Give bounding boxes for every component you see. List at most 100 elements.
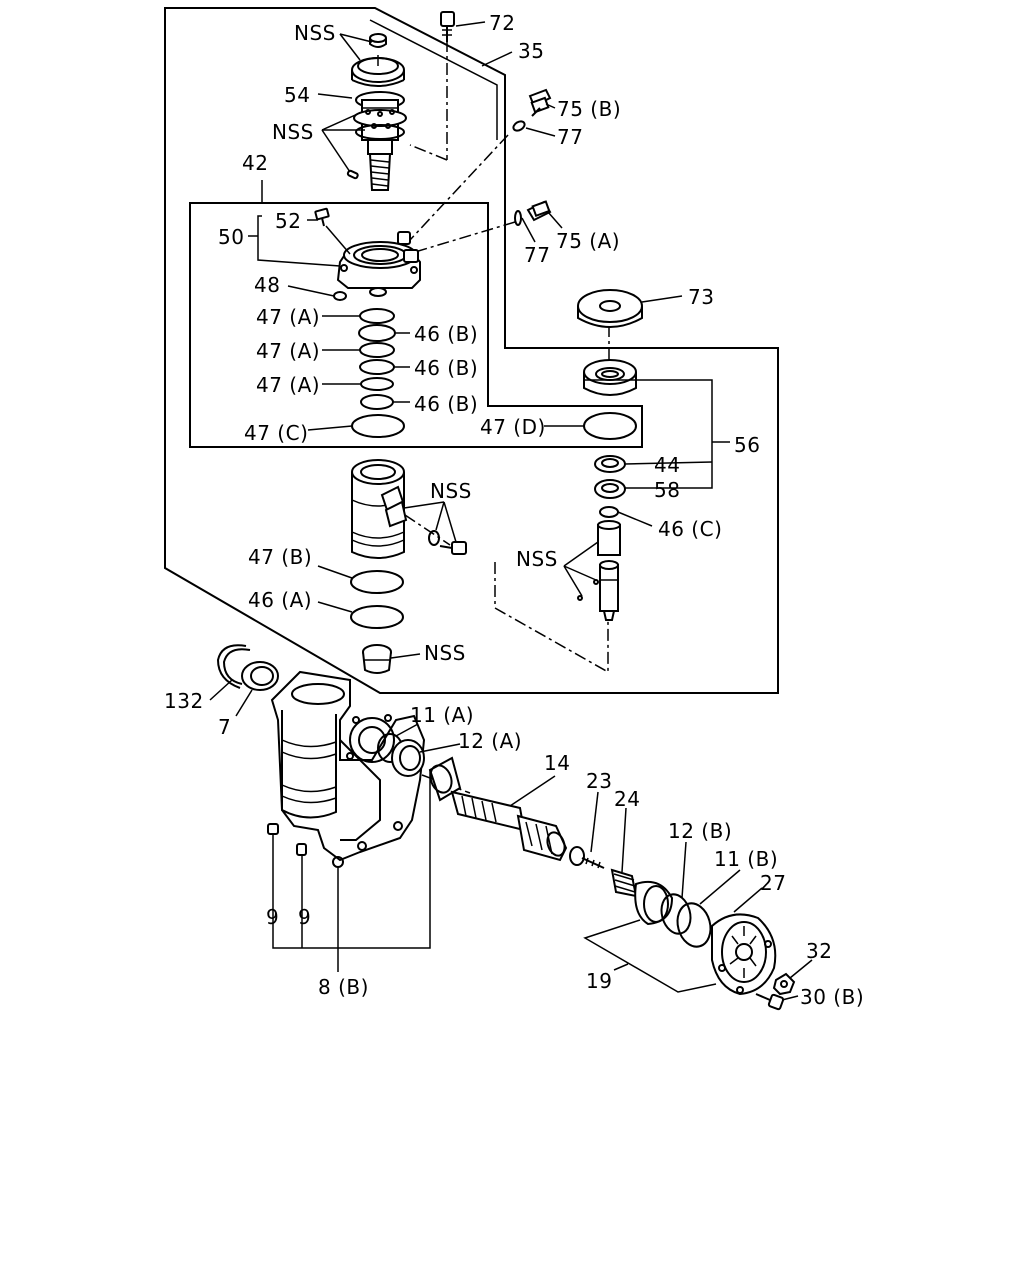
nss-pin-small-b (577, 595, 583, 601)
part-44-bearing (594, 455, 626, 473)
part-54-valve-body (353, 91, 407, 141)
label-11a: 11 (A) (410, 703, 474, 727)
part-9-plug-b (296, 843, 307, 856)
part-14-sector-shaft (450, 790, 568, 862)
centerline-sector (494, 562, 609, 674)
nss-piston-bolt (439, 541, 467, 555)
assembly-outline-35-inner (369, 19, 498, 140)
leader-lines (209, 21, 813, 1001)
label-77-upper: 77 (557, 125, 583, 149)
part-52-screw (314, 207, 330, 227)
label-48: 48 (254, 273, 280, 297)
seal-47a-1 (359, 308, 395, 324)
seal-47c (351, 414, 405, 438)
label-52: 52 (275, 209, 301, 233)
label-46b-2: 46 (B) (414, 356, 478, 380)
centerline-fitting-a (414, 221, 516, 253)
label-24: 24 (614, 787, 640, 811)
label-58: 58 (654, 478, 680, 502)
label-12a: 12 (A) (458, 729, 522, 753)
label-72: 72 (489, 11, 515, 35)
label-46b-3: 46 (B) (414, 392, 478, 416)
label-27: 27 (760, 871, 786, 895)
label-8b: 8 (B) (318, 975, 369, 999)
label-9-b: 9 (298, 905, 311, 929)
label-44: 44 (654, 453, 680, 477)
part-72-bolt (440, 11, 455, 42)
centerline-fitting-b (409, 134, 509, 241)
seal-46c (599, 506, 619, 518)
nss-cage-ring (351, 55, 405, 87)
label-75a: 75 (A) (556, 229, 620, 253)
seal-46b-3 (360, 394, 394, 410)
label-46b-1: 46 (B) (414, 322, 478, 346)
label-12b: 12 (B) (668, 819, 732, 843)
label-47a-2: 47 (A) (256, 339, 320, 363)
nss-piston-washer (428, 530, 440, 546)
input-worm-shaft (367, 139, 393, 191)
part-77-oring-lower (514, 210, 522, 226)
seal-46a (350, 605, 404, 629)
label-50: 50 (218, 225, 244, 249)
centerline-valve-housing (409, 144, 448, 161)
label-54: 54 (284, 83, 310, 107)
label-30b: 30 (B) (800, 985, 864, 1009)
nss-sector-shaft (599, 560, 619, 621)
label-7: 7 (218, 715, 231, 739)
part-30b-bolt (755, 993, 785, 1011)
label-56: 56 (734, 433, 760, 457)
part-12a-bearing (391, 739, 425, 777)
assembly-outline-35 (164, 7, 779, 694)
label-46c: 46 (C) (658, 517, 722, 541)
piston-rack (351, 459, 408, 559)
part-9-plug-a (267, 823, 279, 835)
nss-pin-small-a (593, 579, 599, 585)
part-48-ring (333, 291, 347, 301)
nss-small-pin (346, 169, 359, 180)
part-19-bearing-assy (634, 880, 674, 926)
part-32-nut (772, 972, 796, 996)
part-11b-seal (676, 902, 712, 948)
assembly-outline-42 (189, 202, 643, 448)
label-nss-ball-guide: NSS (424, 641, 466, 665)
seal-46b-2 (359, 359, 395, 375)
label-nss-valve: NSS (272, 120, 314, 144)
callout-labels: 72 35 NSS 54 NSS 75 (B) 77 42 52 50 77 7… (164, 11, 864, 1009)
label-47c: 47 (C) (244, 421, 308, 445)
part-27-side-cover (711, 913, 777, 996)
label-32: 32 (806, 939, 832, 963)
nss-cap-part (369, 33, 387, 48)
label-77-lower: 77 (524, 243, 550, 267)
label-46a: 46 (A) (248, 588, 312, 612)
label-47a-3: 47 (A) (256, 373, 320, 397)
label-nss-piston: NSS (430, 479, 472, 503)
label-75b: 75 (B) (557, 97, 621, 121)
label-23: 23 (586, 769, 612, 793)
label-35: 35 (518, 39, 544, 63)
nss-ball-guide (362, 644, 392, 674)
part-23-bolt (569, 846, 605, 869)
part-75a-fitting (526, 200, 552, 222)
seal-47b (350, 570, 404, 594)
label-47a-1: 47 (A) (256, 305, 320, 329)
label-47b: 47 (B) (248, 545, 312, 569)
label-132: 132 (164, 689, 204, 713)
seal-47d (583, 412, 637, 440)
part-77-oring-upper (512, 120, 526, 132)
part-56-adjuster-plug (583, 359, 637, 396)
part-24-spring-nut (610, 868, 638, 898)
label-nss-sector: NSS (516, 547, 558, 571)
seal-47a-3 (360, 377, 394, 391)
part-bushing-sleeve (428, 756, 462, 802)
part-75b-fitting (528, 88, 552, 117)
label-19: 19 (586, 969, 612, 993)
part-7-seal (241, 661, 279, 691)
gear-housing (270, 670, 426, 868)
label-nss-top: NSS (294, 21, 336, 45)
label-14: 14 (544, 751, 570, 775)
part-58-bearing (594, 479, 626, 499)
label-47d: 47 (D) (480, 415, 546, 439)
part-12b-seal (660, 893, 692, 935)
part-50-valve-housing (336, 231, 421, 297)
